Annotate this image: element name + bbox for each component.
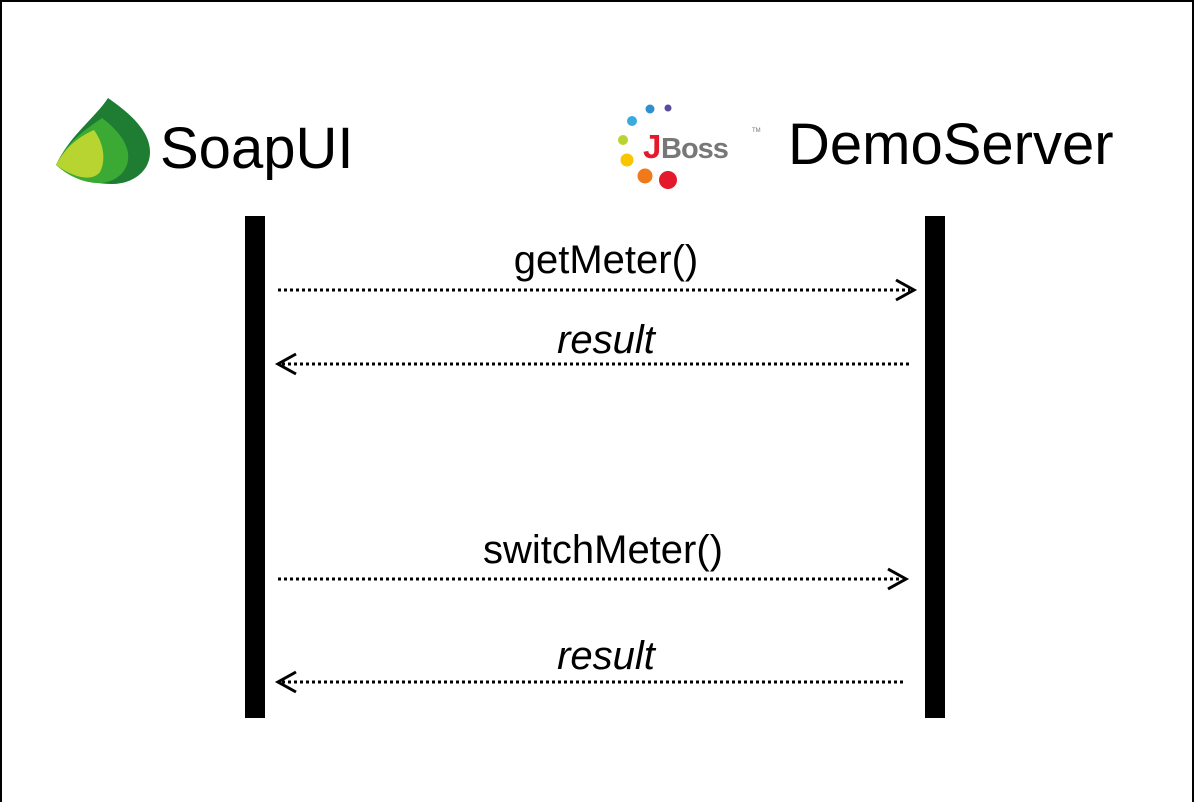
demoserver-label: DemoServer — [788, 112, 1114, 177]
message-label-result-2: result — [557, 634, 655, 678]
svg-text:TM: TM — [752, 128, 761, 134]
jboss-logo-icon: J Boss TM — [618, 104, 761, 189]
message-arrow-result-2 — [274, 670, 904, 694]
jboss-logo-text: Boss — [661, 133, 728, 165]
message-label-getmeter: getMeter() — [513, 238, 699, 282]
soapui-label: SoapUI — [160, 116, 354, 181]
demoserver-lifeline — [925, 216, 945, 718]
svg-text:J: J — [643, 128, 660, 165]
message-arrow-getmeter — [278, 278, 918, 302]
soapui-lifeline — [245, 216, 265, 718]
message-label-switchmeter: switchMeter() — [482, 528, 724, 572]
message-label-result-1: result — [557, 318, 655, 362]
message-arrow-result-1 — [274, 352, 912, 376]
soapui-leaf-icon — [56, 98, 150, 184]
message-arrow-switchmeter — [278, 567, 910, 591]
